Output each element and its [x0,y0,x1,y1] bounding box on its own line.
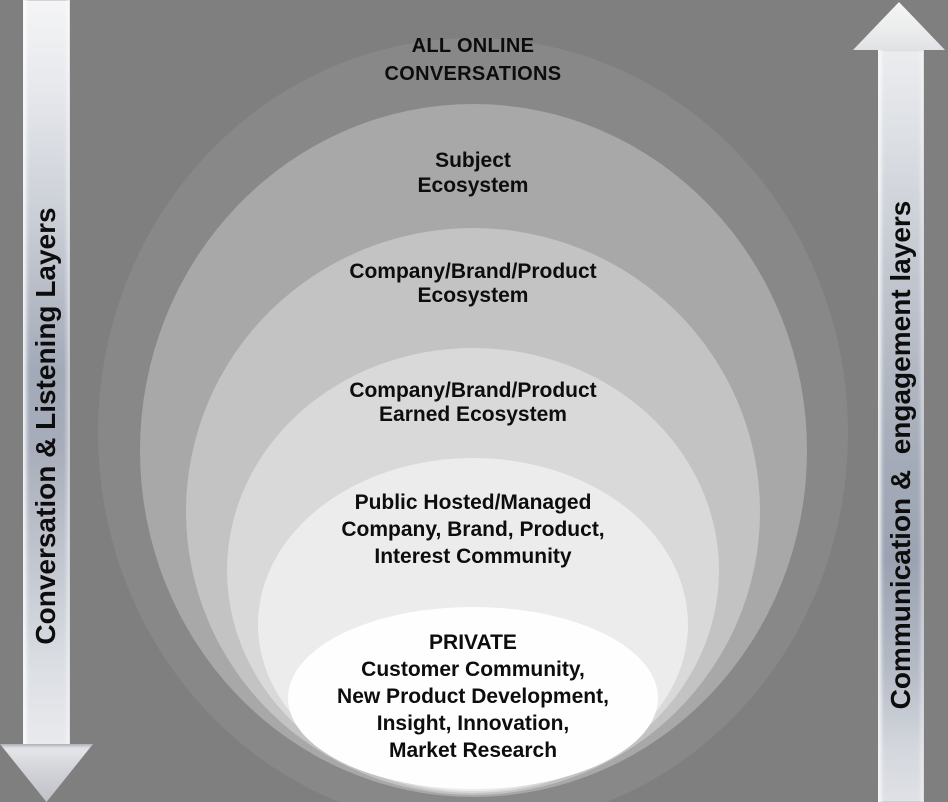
layer-label-private-community: PRIVATE Customer Community, New Product … [337,631,609,762]
left-arrow-shaft [23,0,70,745]
right-arrow-shaft [878,49,924,802]
ellipse-private-community [288,607,658,789]
right-arrow-label: Communication & engagement layers [885,200,916,710]
layer-label-all-online-conversations: ALL ONLINE CONVERSATIONS [384,35,562,85]
layer-label-subject-ecosystem: Subject Ecosystem [417,149,529,197]
arrow-down-head-icon [0,744,93,802]
layer-label-company-brand-product-ecosystem: Company/Brand/Product Ecosystem [349,260,597,307]
layer-label-public-hosted-managed-community: Public Hosted/Managed Company, Brand, Pr… [341,491,605,568]
left-arrow-label: Conversation & Listening Layers [30,207,61,645]
arrow-up-head-icon [853,2,945,50]
layer-label-company-brand-product-earned-ecosystem: Company/Brand/Product Earned Ecosystem [349,379,597,426]
